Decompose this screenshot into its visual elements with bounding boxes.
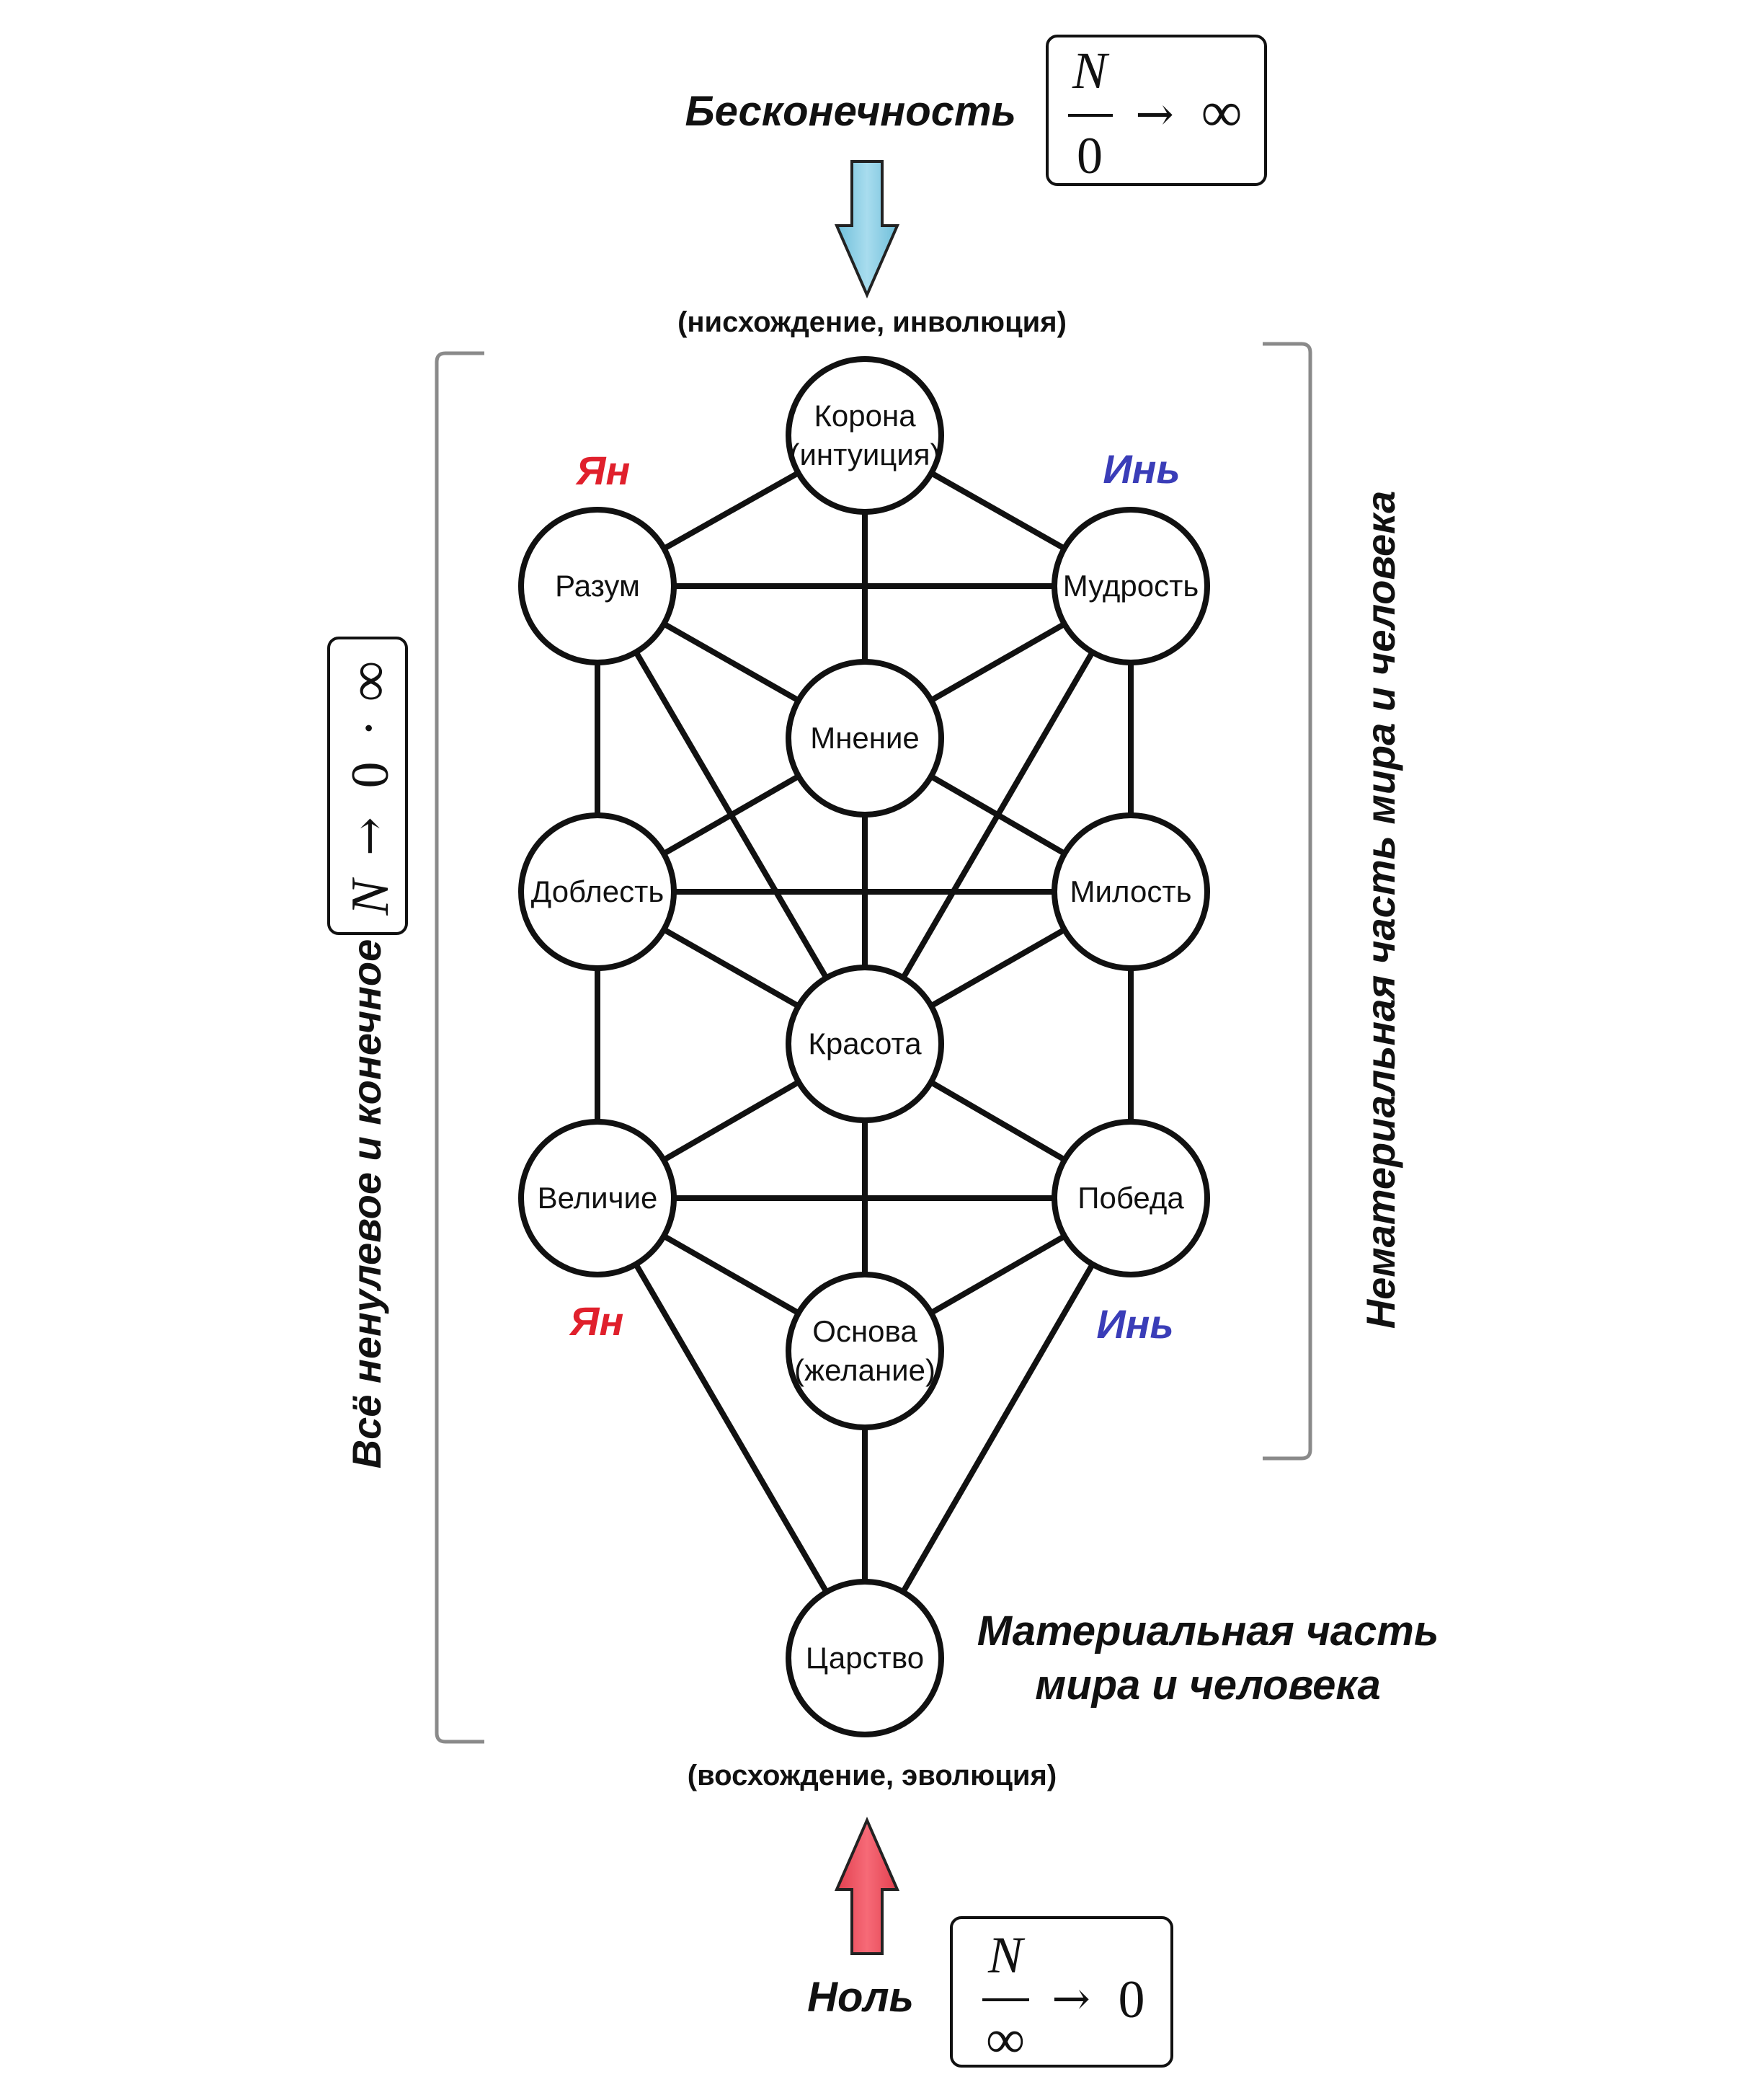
left-bracket [435, 351, 484, 1744]
node-pobeda: Победа [1052, 1119, 1210, 1277]
descent-caption: (нисхождение, инволюция) [677, 306, 1067, 338]
node-circle [518, 812, 677, 971]
node-circle [1052, 507, 1210, 665]
yang-label-bottom: Ян [569, 1298, 624, 1344]
zero-title: Ноль [807, 1974, 914, 2021]
finite-n: N [341, 877, 400, 916]
node-label: Основа [812, 1314, 917, 1348]
ascending-arrow-icon [834, 1817, 900, 1955]
material-label-line1: Материальная часть [977, 1608, 1439, 1654]
nonzero-finite-label: Всё ненулевое и конечное [344, 939, 389, 1469]
node-circle [518, 507, 677, 665]
immaterial-label: Нематериальная часть мира и человека [1358, 491, 1403, 1329]
node-label: Разум [555, 569, 640, 603]
node-circle [786, 356, 944, 515]
node-doblest: Доблесть [518, 812, 677, 971]
zero-numerator: N [987, 1926, 1026, 1984]
node-osnova: Основа (желание) [786, 1272, 944, 1430]
node-label: (интуиция) [789, 438, 940, 471]
node-mudrost: Мудрость [1052, 507, 1210, 665]
finite-infinity: ∞ [337, 660, 401, 701]
node-mnenie: Мнение [786, 659, 944, 818]
infinity-denominator: 0 [1077, 127, 1103, 185]
infinity-arrow: → [1135, 88, 1174, 141]
node-tsarstvo: Царство [786, 1579, 944, 1737]
node-korona: Корона (интуиция) [786, 356, 944, 515]
yin-label-top: Инь [1103, 446, 1180, 492]
node-krasota: Красота [786, 965, 944, 1123]
node-circle [1052, 1119, 1210, 1277]
finite-zero: 0 [341, 762, 400, 789]
node-label: Величие [538, 1181, 658, 1215]
infinity-result: ∞ [1201, 81, 1242, 144]
infinity-title: Бесконечность [685, 88, 1017, 135]
edge-velichie-tsarstvo [595, 1196, 868, 1660]
node-razum: Разум [518, 507, 677, 665]
node-label: Победа [1077, 1181, 1184, 1215]
node-milost: Милость [1052, 812, 1210, 971]
ascent-caption: (восхождение, эволюция) [688, 1760, 1057, 1791]
zero-arrow: → [1052, 1972, 1090, 2026]
zero-denominator: ∞ [986, 2009, 1025, 2070]
zero-formula-box: N ∞ → 0 [950, 1916, 1173, 2070]
node-circle [786, 659, 944, 818]
node-label: Доблесть [531, 874, 664, 908]
yin-label-bottom: Инь [1096, 1301, 1173, 1347]
node-velichie: Величие [518, 1119, 677, 1277]
edge-pobeda-tsarstvo [862, 1196, 1134, 1660]
sephirot-nodes: Корона (интуиция) Разум МудростьМнениеДобле… [518, 356, 1210, 1737]
node-circle [786, 965, 944, 1123]
node-circle [786, 1579, 944, 1737]
node-label: Милость [1070, 874, 1192, 908]
infinity-numerator: N [1072, 42, 1110, 99]
material-label-line2: мира и человека [1035, 1662, 1380, 1709]
finite-arrow: → [343, 817, 396, 856]
finite-dot: · [339, 719, 399, 737]
node-circle [518, 1119, 677, 1277]
right-bracket [1263, 342, 1312, 1461]
descending-arrow-icon [834, 160, 900, 298]
node-label: Царство [806, 1641, 924, 1675]
node-label: Мнение [810, 721, 920, 755]
infinity-formula-box: N 0 → ∞ [1046, 35, 1267, 186]
zero-result: 0 [1119, 1970, 1145, 2029]
node-label: (желание) [794, 1353, 935, 1387]
node-label: Мудрость [1063, 569, 1199, 603]
yang-label-top: Ян [575, 448, 631, 493]
finite-formula-box: N → 0 · ∞ [327, 637, 408, 935]
node-label: Красота [808, 1027, 922, 1060]
node-label: Корона [814, 399, 916, 433]
node-circle [1052, 812, 1210, 971]
node-circle [786, 1272, 944, 1430]
